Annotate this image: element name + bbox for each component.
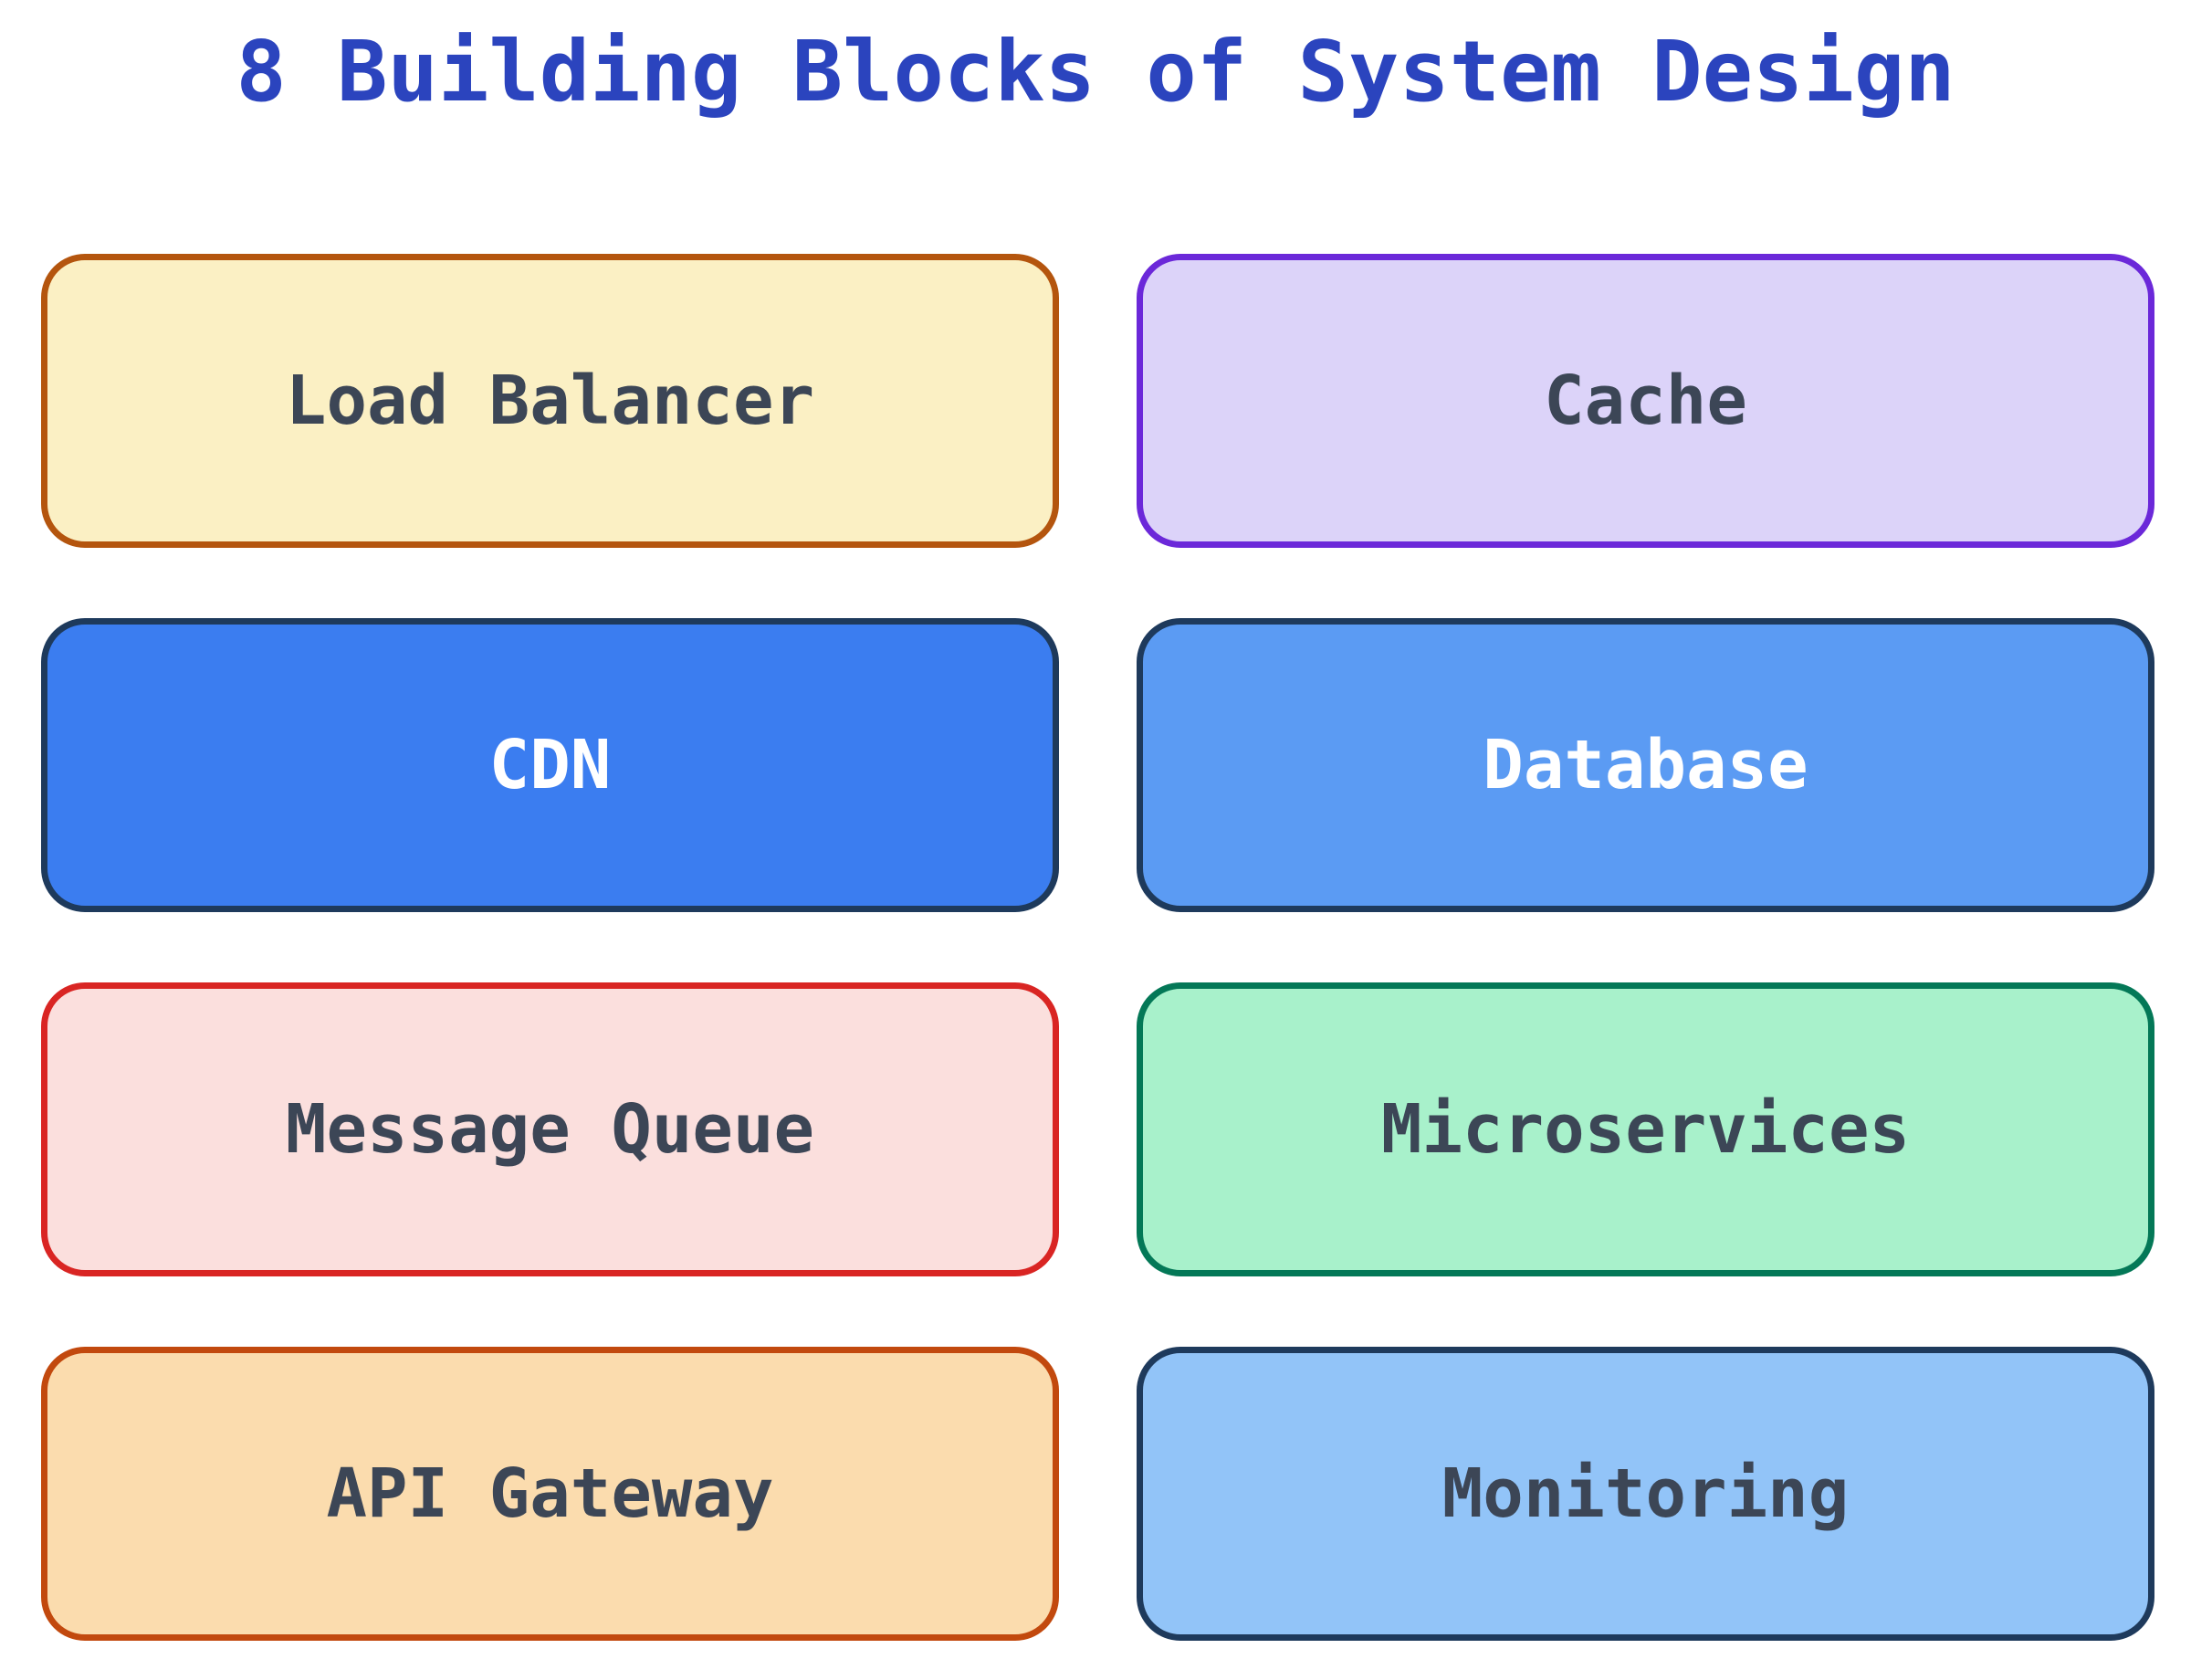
block-card-monitoring: Monitoring <box>1137 1347 2154 1641</box>
block-card-cdn: CDN <box>41 618 1059 912</box>
block-label: Microservices <box>1380 1090 1911 1169</box>
block-card-database: Database <box>1137 618 2154 912</box>
block-label: Monitoring <box>1441 1454 1850 1533</box>
block-card-message-queue: Message Queue <box>41 982 1059 1276</box>
block-card-load-balancer: Load Balancer <box>41 254 1059 548</box>
block-label: API Gateway <box>326 1454 774 1533</box>
block-card-api-gateway: API Gateway <box>41 1347 1059 1641</box>
block-label: Message Queue <box>285 1090 815 1169</box>
block-label: Database <box>1483 726 1808 804</box>
block-label: Load Balancer <box>285 362 815 440</box>
block-card-microservices: Microservices <box>1137 982 2154 1276</box>
block-label: CDN <box>488 726 612 804</box>
block-card-cache: Cache <box>1137 254 2154 548</box>
block-label: Cache <box>1544 362 1747 440</box>
page-title: 8 Building Blocks of System Design <box>236 23 1955 121</box>
